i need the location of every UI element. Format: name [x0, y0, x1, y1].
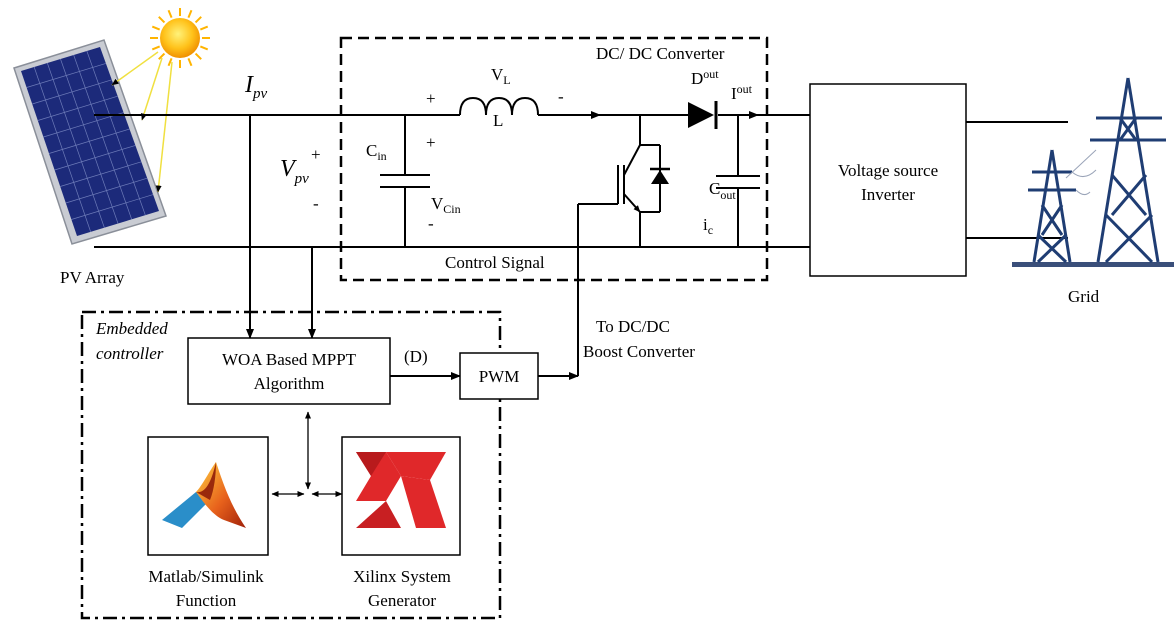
- label-vcin-plus: +: [426, 133, 436, 152]
- label-control-signal: Control Signal: [445, 253, 545, 272]
- voltage-source-inverter-block: [809, 83, 967, 277]
- label-boost-converter: Boost Converter: [583, 342, 695, 361]
- output-diode-symbol: [688, 101, 718, 129]
- label-v-l: VL: [491, 65, 511, 87]
- label-to-dcdc: To DC/DC: [596, 317, 670, 336]
- label-l: L: [493, 111, 503, 130]
- label-inductor-plus: +: [426, 89, 436, 108]
- label-inductor-minus: -: [558, 87, 564, 106]
- xilinx-logo-icon: [341, 436, 461, 556]
- label-v-cin: VCin: [431, 194, 461, 216]
- label-v-pv: Vpv: [280, 156, 309, 187]
- label-dc-dc-converter: DC/ DC Converter: [596, 44, 725, 63]
- label-vcin-minus: -: [428, 214, 434, 233]
- sun-icon: [111, 8, 210, 193]
- label-c-in: Cin: [366, 141, 387, 163]
- label-function: Function: [176, 591, 237, 610]
- dc-dc-converter-boundary: [339, 36, 769, 282]
- label-i-out: Iout: [731, 82, 753, 103]
- matlab-logo-icon: [147, 436, 269, 556]
- pv-panel-icon: [13, 39, 167, 245]
- woa-mppt-block: [187, 337, 391, 405]
- power-wiring: [94, 111, 1068, 380]
- label-duty-d: (D): [404, 347, 428, 366]
- text-labels: Ipv Vpv + - DC/ DC Converter + - VL L Ci…: [60, 44, 1100, 610]
- label-c-out: Cout: [709, 179, 736, 202]
- bidirectional-links: [271, 411, 343, 497]
- label-voltage-source: Voltage source: [838, 161, 938, 180]
- label-d-out: Dout: [691, 67, 719, 88]
- label-vpv-minus: -: [313, 194, 319, 213]
- igbt-switch-symbol: [617, 144, 670, 213]
- embedded-controller-boundary: [80, 310, 502, 620]
- label-i-pv: Ipv: [244, 72, 268, 102]
- label-woa-mppt: WOA Based MPPT: [222, 350, 357, 369]
- label-generator: Generator: [368, 591, 436, 610]
- label-i-c: ic: [703, 215, 713, 237]
- label-xilinx-system: Xilinx System: [353, 567, 451, 586]
- label-controller: controller: [96, 344, 164, 363]
- label-algorithm: Algorithm: [254, 374, 325, 393]
- inductor-symbol: [459, 96, 539, 116]
- label-vpv-plus: +: [311, 145, 321, 164]
- label-pwm: PWM: [479, 367, 520, 386]
- label-pv-array: PV Array: [60, 268, 125, 287]
- grid-towers-icon: [1012, 77, 1174, 267]
- label-embedded: Embedded: [95, 319, 168, 338]
- label-matlab-simulink: Matlab/Simulink: [148, 567, 264, 586]
- label-grid: Grid: [1068, 287, 1100, 306]
- label-inverter: Inverter: [861, 185, 915, 204]
- pwm-block: [459, 352, 539, 400]
